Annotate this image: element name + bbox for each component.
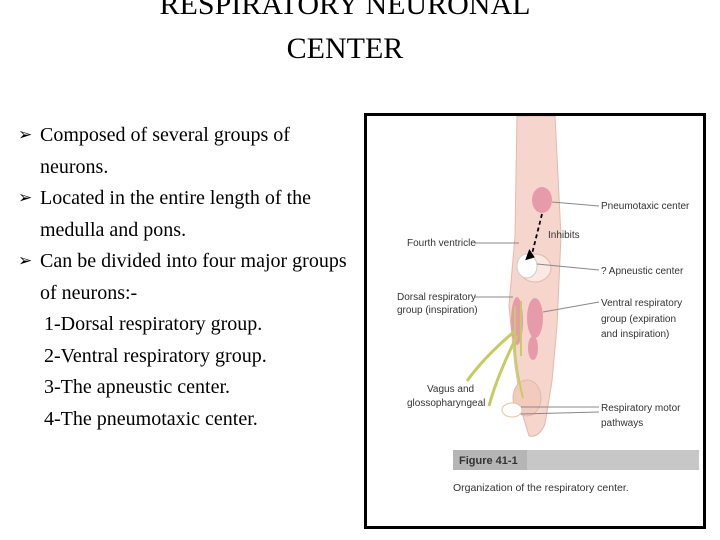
apneustic-center-shape (516, 253, 538, 279)
pneumotaxic-center-shape (532, 187, 552, 213)
motor-pathways-label: Respiratory motor (601, 403, 681, 414)
bullet-item: ➢ Can be divided into four major groups … (18, 246, 348, 309)
inhibits-label: Inhibits (548, 230, 580, 241)
group-item: 4-The pneumotaxic center. (44, 407, 258, 430)
vagus-label: Vagus and (427, 384, 474, 395)
ventral-group-label: Ventral respiratory (601, 298, 682, 309)
ventral-group-shape (527, 298, 543, 338)
fourth-ventricle-label: Fourth ventricle (407, 238, 476, 249)
group-item: 2-Ventral respiratory group. (44, 344, 267, 367)
slide-title-line-1: RESPIRATORY NEURONAL (159, 0, 531, 21)
slide-title-line-2: CENTER (286, 32, 404, 65)
inhibits-arrow (530, 213, 543, 259)
figure-number: Figure 41-1 (459, 455, 518, 467)
vagus-nerve (465, 329, 516, 382)
bullet-text: Can be divided into four major groups of… (40, 250, 347, 304)
apneustic-center-label: ? Apneustic center (601, 266, 684, 277)
motor-pathway-cross-section (501, 402, 523, 418)
motor-nerve (514, 306, 524, 399)
motor-pathways-label: pathways (601, 418, 643, 429)
bullet-text: Located in the entire length of the medu… (40, 187, 312, 241)
figure-caption: Organization of the respiratory center. (453, 482, 629, 494)
group-item: 1-Dorsal respiratory group. (44, 313, 263, 335)
bullet-text: Composed of several groups of neurons. (40, 124, 290, 178)
brainstem-diagram: Pneumotaxic center Inhibits Fourth ventr… (397, 116, 699, 494)
arrow-bullet-icon: ➢ (18, 125, 33, 145)
ventral-group-label: and inspiration) (601, 329, 669, 340)
arrow-bullet-icon: ➢ (18, 188, 33, 208)
pneumotaxic-center-label: Pneumotaxic center (601, 201, 690, 212)
respiratory-center-figure: Pneumotaxic center Inhibits Fourth ventr… (364, 113, 706, 529)
dorsal-group-label: group (inspiration) (397, 305, 478, 316)
bullet-list: ➢ Composed of several groups of neurons.… (18, 120, 348, 435)
vagus-label: glossopharyngeal (407, 398, 485, 409)
bullet-item: ➢ Located in the entire length of the me… (18, 183, 348, 246)
ventral-group-label: group (expiration (601, 314, 676, 325)
dorsal-group-label: Dorsal respiratory (397, 292, 476, 303)
arrow-bullet-icon: ➢ (18, 251, 33, 271)
bullet-item: ➢ Composed of several groups of neurons. (18, 120, 348, 183)
group-item: 3-The apneustic center. (44, 376, 231, 398)
